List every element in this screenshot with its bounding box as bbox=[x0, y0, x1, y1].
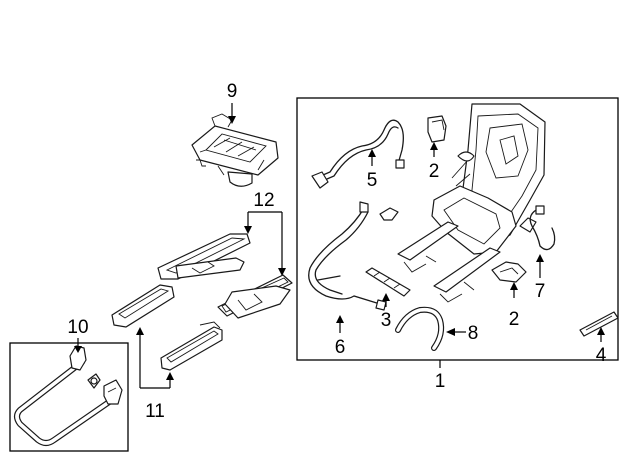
callout-11: 11 bbox=[145, 401, 165, 422]
callout-3: 3 bbox=[381, 310, 392, 331]
callout-10: 10 bbox=[67, 317, 88, 338]
part-3-rod bbox=[365, 267, 411, 297]
callout-2-top: 2 bbox=[429, 161, 440, 182]
callout-5: 5 bbox=[367, 170, 378, 191]
part-9-storage-tray bbox=[191, 113, 279, 187]
part-2-bracket-lower bbox=[491, 261, 527, 283]
part-4-trim-strip bbox=[579, 311, 619, 337]
callout-4: 4 bbox=[596, 345, 607, 366]
part-11-lower-step-plates bbox=[111, 284, 223, 371]
callout-8: 8 bbox=[468, 323, 479, 344]
part-2-bracket-top bbox=[427, 115, 447, 143]
callout-labels: 9 12 10 11 5 2 2 7 3 6 8 1 4 bbox=[67, 81, 606, 422]
inset-frame-part-10 bbox=[9, 342, 129, 452]
part-6-release-cable bbox=[308, 201, 387, 311]
part-7-cable bbox=[529, 205, 556, 251]
part-1-seat-frame bbox=[397, 103, 546, 303]
part-10-seat-rail-loop bbox=[14, 345, 123, 446]
callout-2-lower: 2 bbox=[509, 309, 520, 330]
part-8-curved-tube bbox=[395, 306, 445, 351]
cable-clip bbox=[379, 207, 399, 221]
callout-1: 1 bbox=[435, 371, 446, 392]
callout-12: 12 bbox=[253, 190, 274, 211]
seat-assembly-frame bbox=[296, 97, 619, 361]
part-5-wiring-harness bbox=[311, 119, 405, 189]
part-12-upper-step-plates bbox=[157, 233, 293, 319]
callout-7: 7 bbox=[535, 281, 546, 302]
leader-lines bbox=[74, 103, 605, 389]
callout-6: 6 bbox=[335, 337, 346, 358]
callout-9: 9 bbox=[227, 81, 238, 102]
